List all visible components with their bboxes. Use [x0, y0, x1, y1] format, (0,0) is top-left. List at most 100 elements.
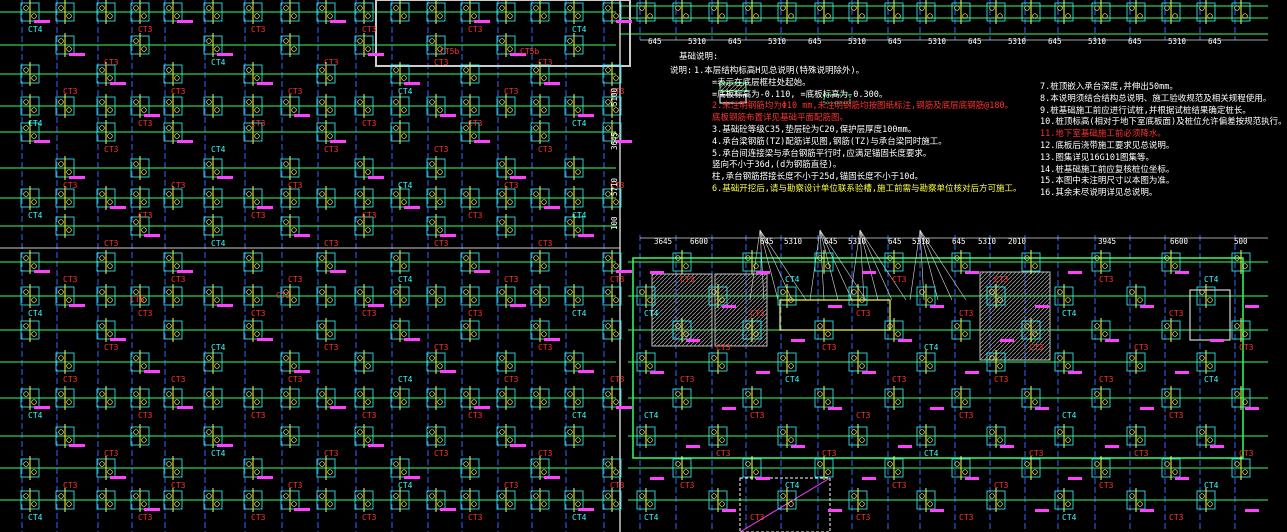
note-item: 5.承台间连接梁与承台钢筋平行时,应满足锚固长度要求。 — [712, 148, 932, 159]
pile-circle — [499, 161, 505, 167]
leader-line — [859, 229, 879, 301]
pile-circle — [66, 169, 72, 175]
leader-line — [849, 229, 861, 301]
rebar-tag — [1140, 305, 1154, 308]
cap-type-label: CT4 — [28, 411, 43, 420]
pile-circle — [23, 5, 29, 11]
note-item: 4.承台梁钢筋(TZ)配筋详见图,钢筋(TZ)与承台梁同时施工。 — [712, 136, 947, 147]
pile-circle — [613, 501, 619, 507]
pile-circle — [31, 399, 37, 405]
cap-type-label: CT4 — [1062, 309, 1077, 318]
rebar-tag — [544, 338, 560, 341]
cap-type-label: CT3 — [468, 119, 483, 128]
pile-circle — [246, 289, 252, 295]
pile-circle — [575, 399, 581, 405]
pile-circle — [283, 191, 289, 197]
pile-circle — [174, 297, 180, 303]
pile-circle — [429, 38, 435, 44]
pile-circle — [895, 399, 901, 405]
pile-circle — [859, 363, 865, 369]
pile-circle — [507, 297, 513, 303]
pile-circle — [567, 219, 573, 225]
cap-type-label: CT5b — [440, 47, 459, 56]
cap-type-label: CT3 — [1169, 513, 1184, 522]
rebar-tag — [1140, 407, 1154, 410]
pile-circle — [541, 469, 547, 475]
pile-circle — [393, 99, 399, 105]
pile-circle — [499, 191, 505, 197]
pile-circle — [954, 5, 960, 11]
pile-circle — [1172, 399, 1178, 405]
pile-circle — [23, 461, 29, 467]
pile-circle — [31, 501, 37, 507]
dimension-label: 2010 — [1008, 237, 1027, 246]
pile-circle — [99, 255, 105, 261]
dimension-label: 645 — [1048, 37, 1062, 46]
rebar-tag — [34, 270, 50, 273]
pile-circle — [541, 13, 547, 19]
pile-circle — [1199, 289, 1205, 295]
ramp-diagonal — [739, 477, 831, 532]
pile-circle — [1164, 323, 1170, 329]
pile-circle — [1137, 501, 1143, 507]
pile-circle — [788, 13, 794, 19]
pile-circle — [1207, 501, 1213, 507]
rebar-tag — [69, 53, 85, 56]
pile-circle — [711, 289, 717, 295]
pile-circle — [365, 437, 371, 443]
rebar-tag — [791, 339, 805, 342]
rebar-tag — [1000, 445, 1014, 448]
cap-type-label: CT3 — [171, 87, 186, 96]
pile-circle — [174, 133, 180, 139]
pile-circle — [567, 493, 573, 499]
pile-circle — [817, 323, 823, 329]
cap-type-label: CT4 — [1062, 411, 1077, 420]
pile-circle — [437, 13, 443, 19]
pile-circle — [437, 501, 443, 507]
cap-type-label: CT4 — [398, 87, 413, 96]
pile-circle — [919, 493, 925, 499]
pile-circle — [1199, 429, 1205, 435]
rebar-tag — [1245, 407, 1259, 410]
pile-circle — [107, 13, 113, 19]
pile-circle — [174, 13, 180, 19]
cap-type-label: CT3 — [104, 145, 119, 154]
legend-swatch — [823, 94, 851, 104]
pile-circle — [1094, 461, 1100, 467]
pile-circle — [99, 5, 105, 11]
rebar-tag — [404, 82, 420, 85]
rebar-tag — [144, 114, 160, 117]
pile-circle — [319, 125, 325, 131]
rebar-tag — [144, 508, 160, 511]
pile-circle — [639, 355, 645, 361]
rebar-tag — [578, 370, 594, 373]
pile-circle — [1057, 5, 1063, 11]
pile-circle — [66, 13, 72, 19]
pile-circle — [283, 5, 289, 11]
pile-circle — [675, 391, 681, 397]
cap-type-label: CT3 — [538, 449, 553, 458]
pile-circle — [997, 363, 1003, 369]
pile-circle — [788, 437, 794, 443]
pile-circle — [954, 255, 960, 261]
rebar-tag — [862, 477, 876, 480]
cap-type-label: CT3 — [468, 513, 483, 522]
cap-type-label: CT3 — [251, 119, 266, 128]
rebar-tag — [965, 271, 979, 274]
leader-line — [859, 229, 893, 301]
pile-circle — [753, 399, 759, 405]
rebar-tag — [330, 20, 346, 23]
rebar-tag — [756, 271, 770, 274]
pile-circle — [1094, 255, 1100, 261]
pile-circle — [246, 5, 252, 11]
pile-circle — [499, 289, 505, 295]
pile-circle — [507, 107, 513, 113]
cap-type-label: CT3 — [680, 481, 695, 490]
pile-circle — [895, 469, 901, 475]
pile-circle — [254, 13, 260, 19]
cap-type-label: CT3 — [504, 375, 519, 384]
pile-circle — [567, 5, 573, 11]
leader-line — [759, 229, 807, 301]
pile-circle — [99, 461, 105, 467]
cap-type-label: CT3 — [959, 513, 974, 522]
